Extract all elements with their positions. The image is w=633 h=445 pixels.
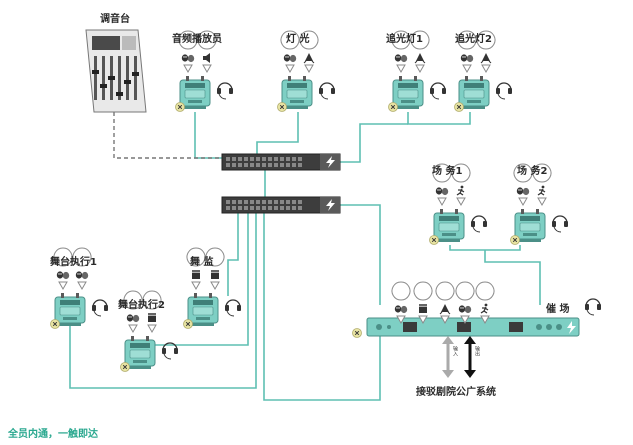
label-stage-manager: 催 场 <box>546 304 570 315</box>
spotlight-icon <box>303 52 315 64</box>
footer-caption: 全员内通，一触即达 <box>8 429 98 440</box>
mask-icon <box>394 305 408 314</box>
label-input: 输入 <box>452 346 458 356</box>
mask-icon <box>394 54 408 63</box>
connection-lines <box>69 112 541 401</box>
label-audio-operator: 音频播放员 <box>172 34 222 45</box>
clapper-icon <box>211 270 219 279</box>
mask-icon <box>126 314 140 323</box>
master-headset-icon <box>584 298 602 316</box>
spotlight-icon <box>480 52 492 64</box>
label-stage-affairs-2: 场 务2 <box>517 166 548 177</box>
label-stage-exec-2: 舞台执行2 <box>118 300 165 311</box>
speaker-icon <box>203 53 210 63</box>
label-stage-affairs-1: 场 务1 <box>432 166 463 177</box>
mask-icon <box>75 271 89 280</box>
clapper-icon <box>419 304 427 313</box>
mask-icon <box>56 271 70 280</box>
mixer-link-dashed <box>113 112 222 159</box>
runner-icon <box>537 184 546 196</box>
label-stage-monitor: 舞 监 <box>190 257 214 268</box>
mixer-console <box>85 29 147 113</box>
clapper-icon <box>148 313 156 322</box>
mask-icon <box>460 54 474 63</box>
pa-io-arrows <box>442 336 476 378</box>
network-switch-top <box>221 153 341 171</box>
network-switch-bottom <box>221 196 341 214</box>
label-mixer: 调音台 <box>100 14 130 25</box>
spotlight-icon <box>439 303 451 315</box>
master-station <box>352 281 580 338</box>
label-pa-system: 接驳剧院公广系统 <box>416 387 496 398</box>
spotlight-icon <box>414 52 426 64</box>
label-output: 输出 <box>474 346 480 356</box>
runner-icon <box>480 302 489 314</box>
mask-icon <box>458 305 472 314</box>
label-stage-exec-1: 舞台执行1 <box>50 257 97 268</box>
mask-icon <box>516 187 530 196</box>
mask-icon <box>181 54 195 63</box>
clapper-icon <box>192 270 200 279</box>
label-lighting: 灯 光 <box>286 34 310 45</box>
runner-icon <box>456 184 465 196</box>
mask-icon <box>435 187 449 196</box>
mask-icon <box>283 54 297 63</box>
label-followspot-2: 追光灯2 <box>455 34 492 45</box>
label-followspot-1: 追光灯1 <box>386 34 423 45</box>
